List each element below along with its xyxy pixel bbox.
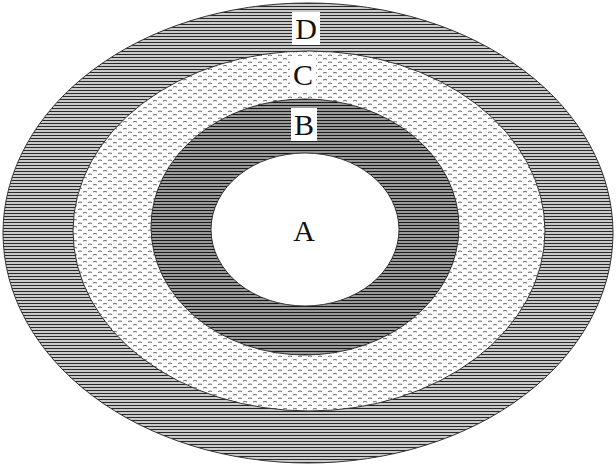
band-ellipse [3,3,613,463]
ring-band: CBA [72,50,546,412]
region-letter: B [291,108,317,141]
region-letter: C [290,58,316,91]
ring-band: BA [150,98,460,356]
band-ellipse [73,51,545,411]
band-ellipse [211,153,399,306]
region-letter: A [290,214,318,247]
region-letter: D [292,12,320,45]
ring-band: A [210,152,400,307]
band-ellipse [151,99,459,355]
